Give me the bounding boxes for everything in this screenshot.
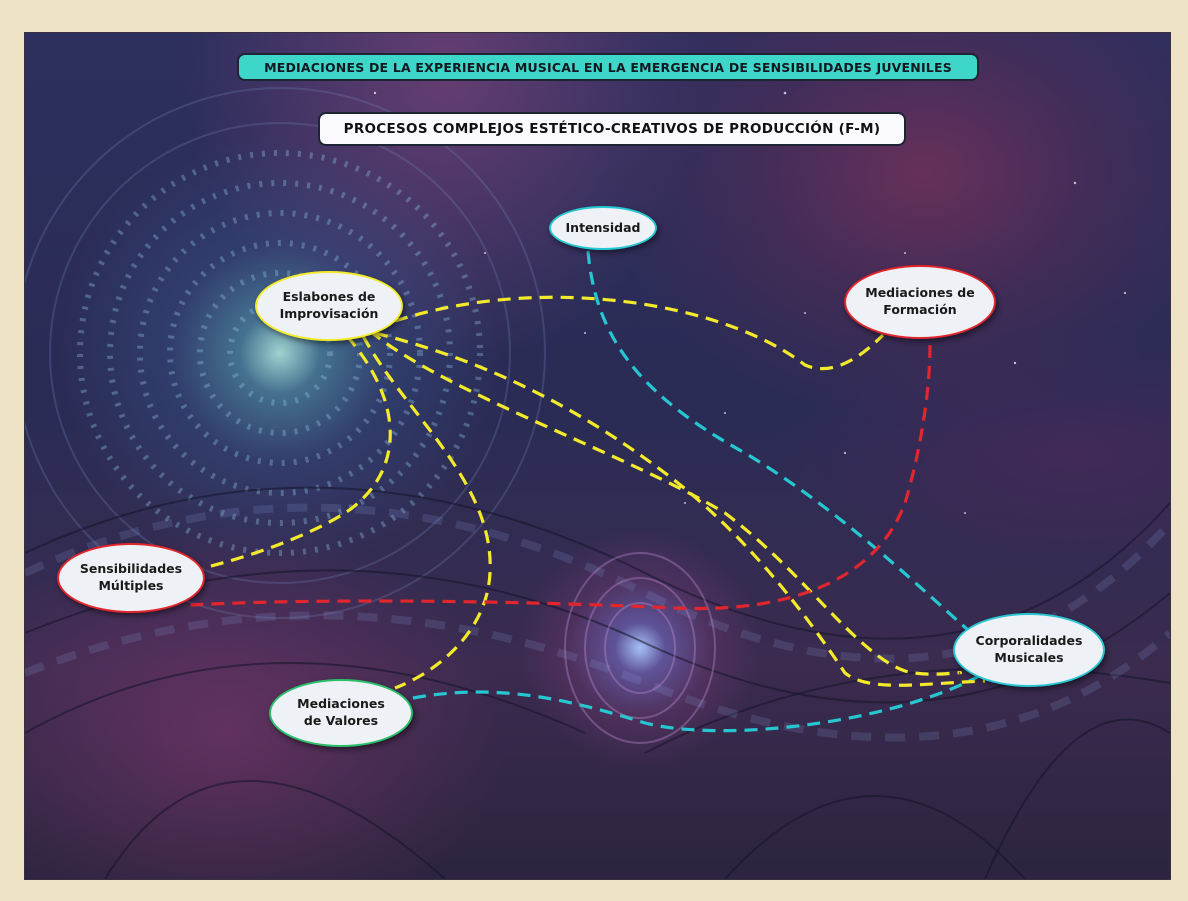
node-eslabones-improvisacion[interactable]: Eslabones de Improvisación xyxy=(255,271,403,341)
node-sensibilidades-multiples[interactable]: Sensibilidades Múltiples xyxy=(57,543,205,613)
node-corporalidades-label: Corporalidades Musicales xyxy=(975,633,1083,665)
node-mediaciones-valores[interactable]: Mediaciones de Valores xyxy=(269,679,413,747)
diagram-subtitle-text: PROCESOS COMPLEJOS ESTÉTICO-CREATIVOS DE… xyxy=(343,121,881,137)
connections-layer xyxy=(189,250,987,733)
edge-formacion-sensibilidades xyxy=(189,344,932,611)
node-intensidad[interactable]: Intensidad xyxy=(549,206,657,250)
diagram-title-text: MEDIACIONES DE LA EXPERIENCIA MUSICAL EN… xyxy=(264,59,952,75)
node-formacion-label: Mediaciones de Formación xyxy=(865,285,975,317)
node-mediaciones-formacion[interactable]: Mediaciones de Formación xyxy=(844,265,996,339)
edge-valores-corporalidades xyxy=(412,671,986,733)
edge-eslabones-formacion xyxy=(394,295,885,371)
edge-intensidad-corporalidades xyxy=(586,250,987,647)
node-valores-label: Mediaciones de Valores xyxy=(297,696,385,728)
diagram-title: MEDIACIONES DE LA EXPERIENCIA MUSICAL EN… xyxy=(237,53,979,81)
diagram-subtitle: PROCESOS COMPLEJOS ESTÉTICO-CREATIVOS DE… xyxy=(318,112,906,146)
node-sensibilidades-label: Sensibilidades Múltiples xyxy=(79,561,183,593)
edge-eslabones-corporalidades xyxy=(368,329,962,676)
node-corporalidades-musicales[interactable]: Corporalidades Musicales xyxy=(953,613,1105,687)
edge-eslabones-sensibilidades xyxy=(202,334,392,570)
edge-eslabones-valores xyxy=(361,335,492,690)
node-intensidad-label: Intensidad xyxy=(565,219,641,235)
diagram-canvas: MEDIACIONES DE LA EXPERIENCIA MUSICAL EN… xyxy=(24,32,1171,880)
edge-eslabones-corporalidades-2 xyxy=(374,331,986,687)
node-eslabones-label: Eslabones de Improvisación xyxy=(279,289,379,321)
